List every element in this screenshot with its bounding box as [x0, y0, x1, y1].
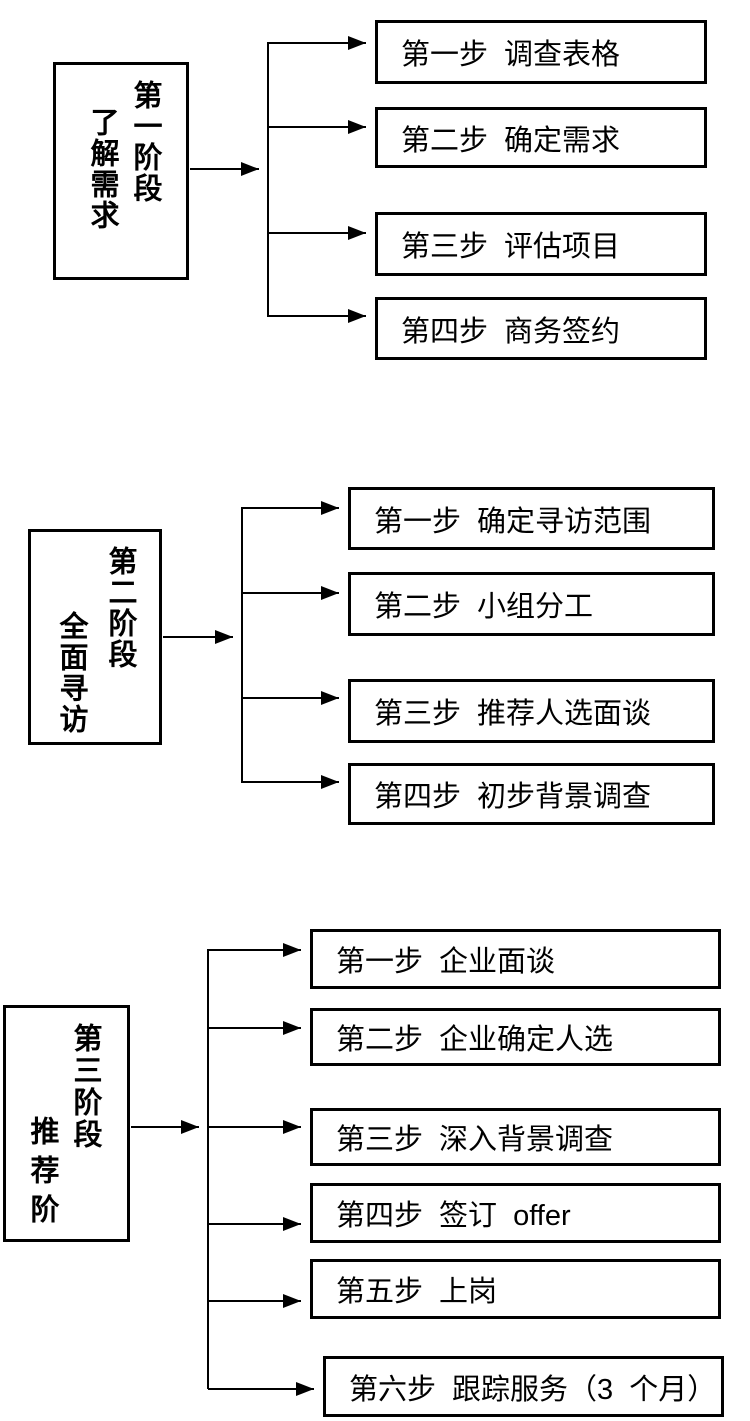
- phase3-step1-box: 第一步 企业面谈: [310, 929, 721, 989]
- phase3-stage-box: 第三阶段 推荐阶: [3, 1005, 130, 1242]
- phase3-step2-box: 第二步 企业确定人选: [310, 1008, 721, 1066]
- phase1-step2-box: 第二步 确定需求: [375, 107, 707, 168]
- phase3-stage-subtitle: 推荐阶: [26, 1116, 58, 1233]
- phase1-stage-title: 第一阶段: [129, 80, 161, 204]
- phase2-step4-box: 第四步 初步背景调查: [348, 763, 715, 825]
- phase3-stage-title: 第三阶段: [69, 1023, 101, 1151]
- phase1-stage-box: 第一阶段 了解需求: [53, 62, 189, 280]
- phase3-step6-box: 第六步 跟踪服务（3 个月）: [323, 1356, 724, 1417]
- phase2-step2-box: 第二步 小组分工: [348, 572, 715, 636]
- phase3-step5-box: 第五步 上岗: [310, 1259, 721, 1319]
- phase3-step4-box: 第四步 签订 offer: [310, 1183, 721, 1243]
- phase2-step3-box: 第三步 推荐人选面谈: [348, 679, 715, 743]
- phase2-connectors: [163, 501, 339, 789]
- phase1-connectors: [190, 36, 366, 323]
- phase3-step3-box: 第三步 深入背景调查: [310, 1108, 721, 1166]
- phase1-step1-box: 第一步 调查表格: [375, 20, 707, 84]
- phase2-stage-subtitle: 全面寻访: [55, 611, 87, 735]
- phase2-step1-box: 第一步 确定寻访范围: [348, 487, 715, 550]
- phase3-connectors: [131, 943, 314, 1396]
- phase2-stage-box: 第二阶段 全面寻访: [28, 529, 162, 745]
- phase2-stage-title: 第二阶段: [104, 546, 136, 670]
- phase1-stage-subtitle: 了解需求: [86, 107, 118, 231]
- phase1-step4-box: 第四步 商务签约: [375, 297, 707, 360]
- phase1-step3-box: 第三步 评估项目: [375, 212, 707, 276]
